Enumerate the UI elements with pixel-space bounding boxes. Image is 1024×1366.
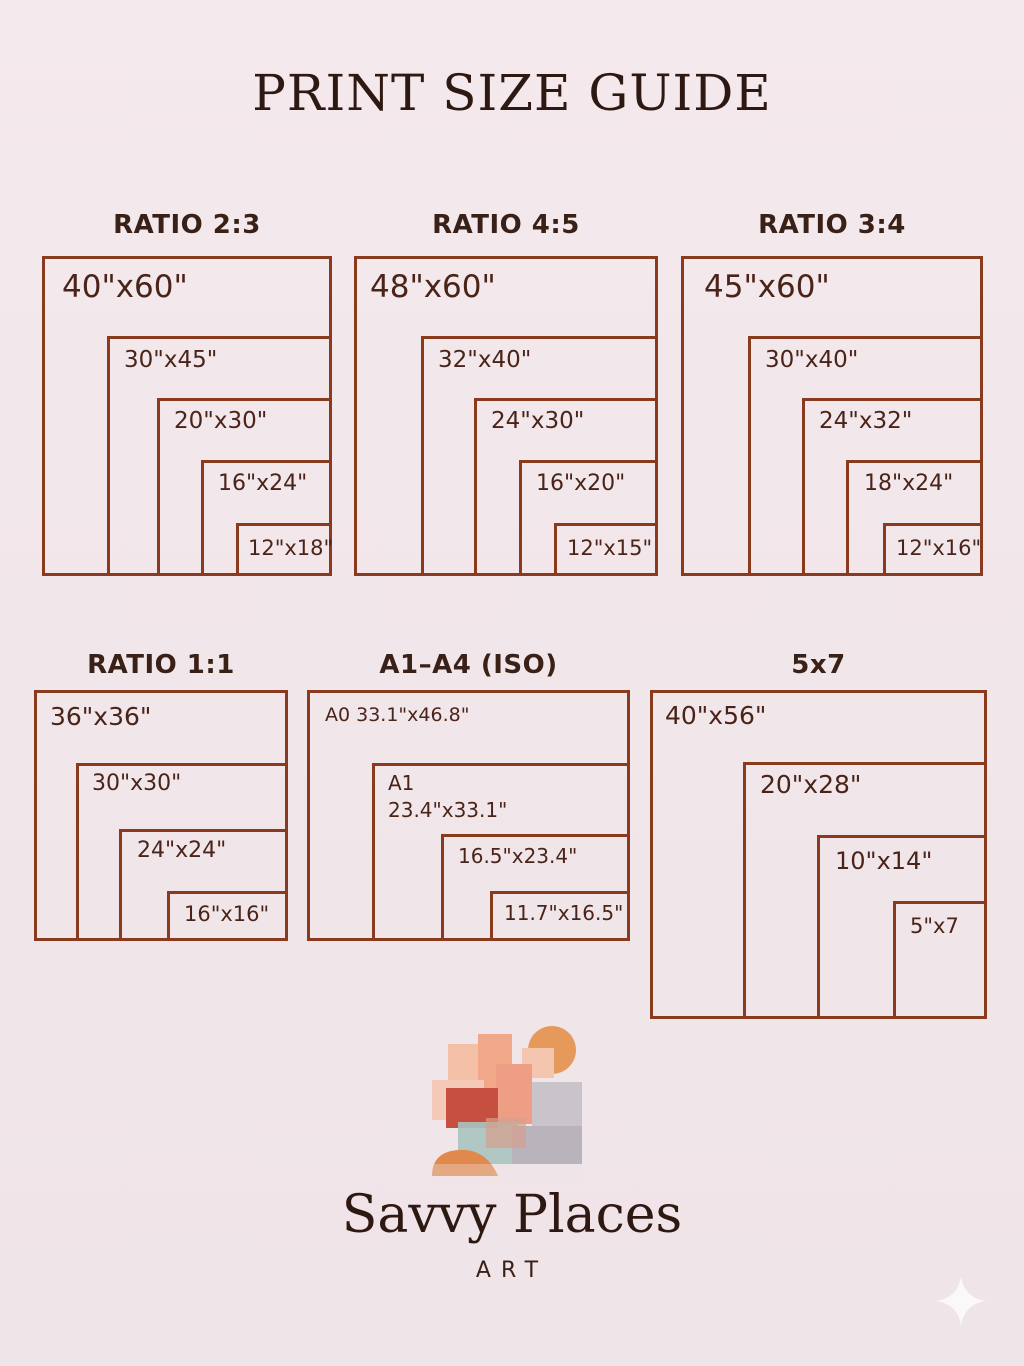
size-label: 30"x45" (124, 347, 218, 373)
size-label: 16"x16" (184, 902, 270, 926)
size-label: 16"x24" (218, 471, 308, 496)
frame-12x15 (554, 523, 658, 576)
frame-16x16 (167, 891, 288, 941)
size-label: 24"x24" (137, 838, 227, 863)
size-label: 20"x30" (174, 408, 268, 434)
group-label-iso: A1–A4 (ISO) (379, 650, 558, 680)
size-label: 11.7"x16.5" (504, 901, 624, 925)
size-label: 36"x36" (50, 702, 152, 731)
size-label: 5"x7 (910, 914, 959, 938)
size-label: 23.4"x33.1" (388, 798, 508, 822)
frame-5x7 (893, 901, 987, 1019)
group-label-5x7: 5x7 (791, 650, 846, 680)
size-label: 16"x20" (536, 471, 626, 496)
frame-12x16 (883, 523, 983, 576)
group-label-ratio-3-4: RATIO 3:4 (758, 210, 906, 240)
size-label: 45"x60" (704, 269, 830, 305)
size-label: A1 (388, 771, 415, 795)
size-label: 12"x16" (896, 536, 982, 560)
size-label: 18"x24" (864, 471, 954, 496)
size-label: A0 33.1"x46.8" (325, 704, 470, 726)
size-label: 48"x60" (370, 269, 496, 305)
sparkle-icon (936, 1276, 986, 1326)
size-label: 30"x30" (92, 771, 182, 796)
group-label-ratio-2-3: RATIO 2:3 (113, 210, 261, 240)
group-label-ratio-1-1: RATIO 1:1 (87, 650, 235, 680)
size-label: 16.5"x23.4" (458, 844, 578, 868)
brand-name: Savvy Places (341, 1185, 683, 1245)
group-label-ratio-4-5: RATIO 4:5 (432, 210, 580, 240)
savvy-places-logo-icon (432, 1026, 584, 1178)
size-label: 20"x28" (760, 770, 862, 799)
brand-subtitle: ART (475, 1258, 549, 1283)
size-label: 12"x15" (567, 536, 653, 560)
frame-a3 (490, 891, 630, 941)
size-label: 12"x18" (248, 536, 334, 560)
size-label: 40"x56" (665, 701, 767, 730)
size-label: 40"x60" (62, 269, 188, 305)
size-label: 24"x32" (819, 408, 913, 434)
page-title: PRINT SIZE GUIDE (252, 64, 772, 122)
size-label: 10"x14" (835, 847, 933, 875)
frame-12x18 (236, 523, 332, 576)
size-label: 32"x40" (438, 347, 532, 373)
size-label: 24"x30" (491, 408, 585, 434)
size-label: 30"x40" (765, 347, 859, 373)
